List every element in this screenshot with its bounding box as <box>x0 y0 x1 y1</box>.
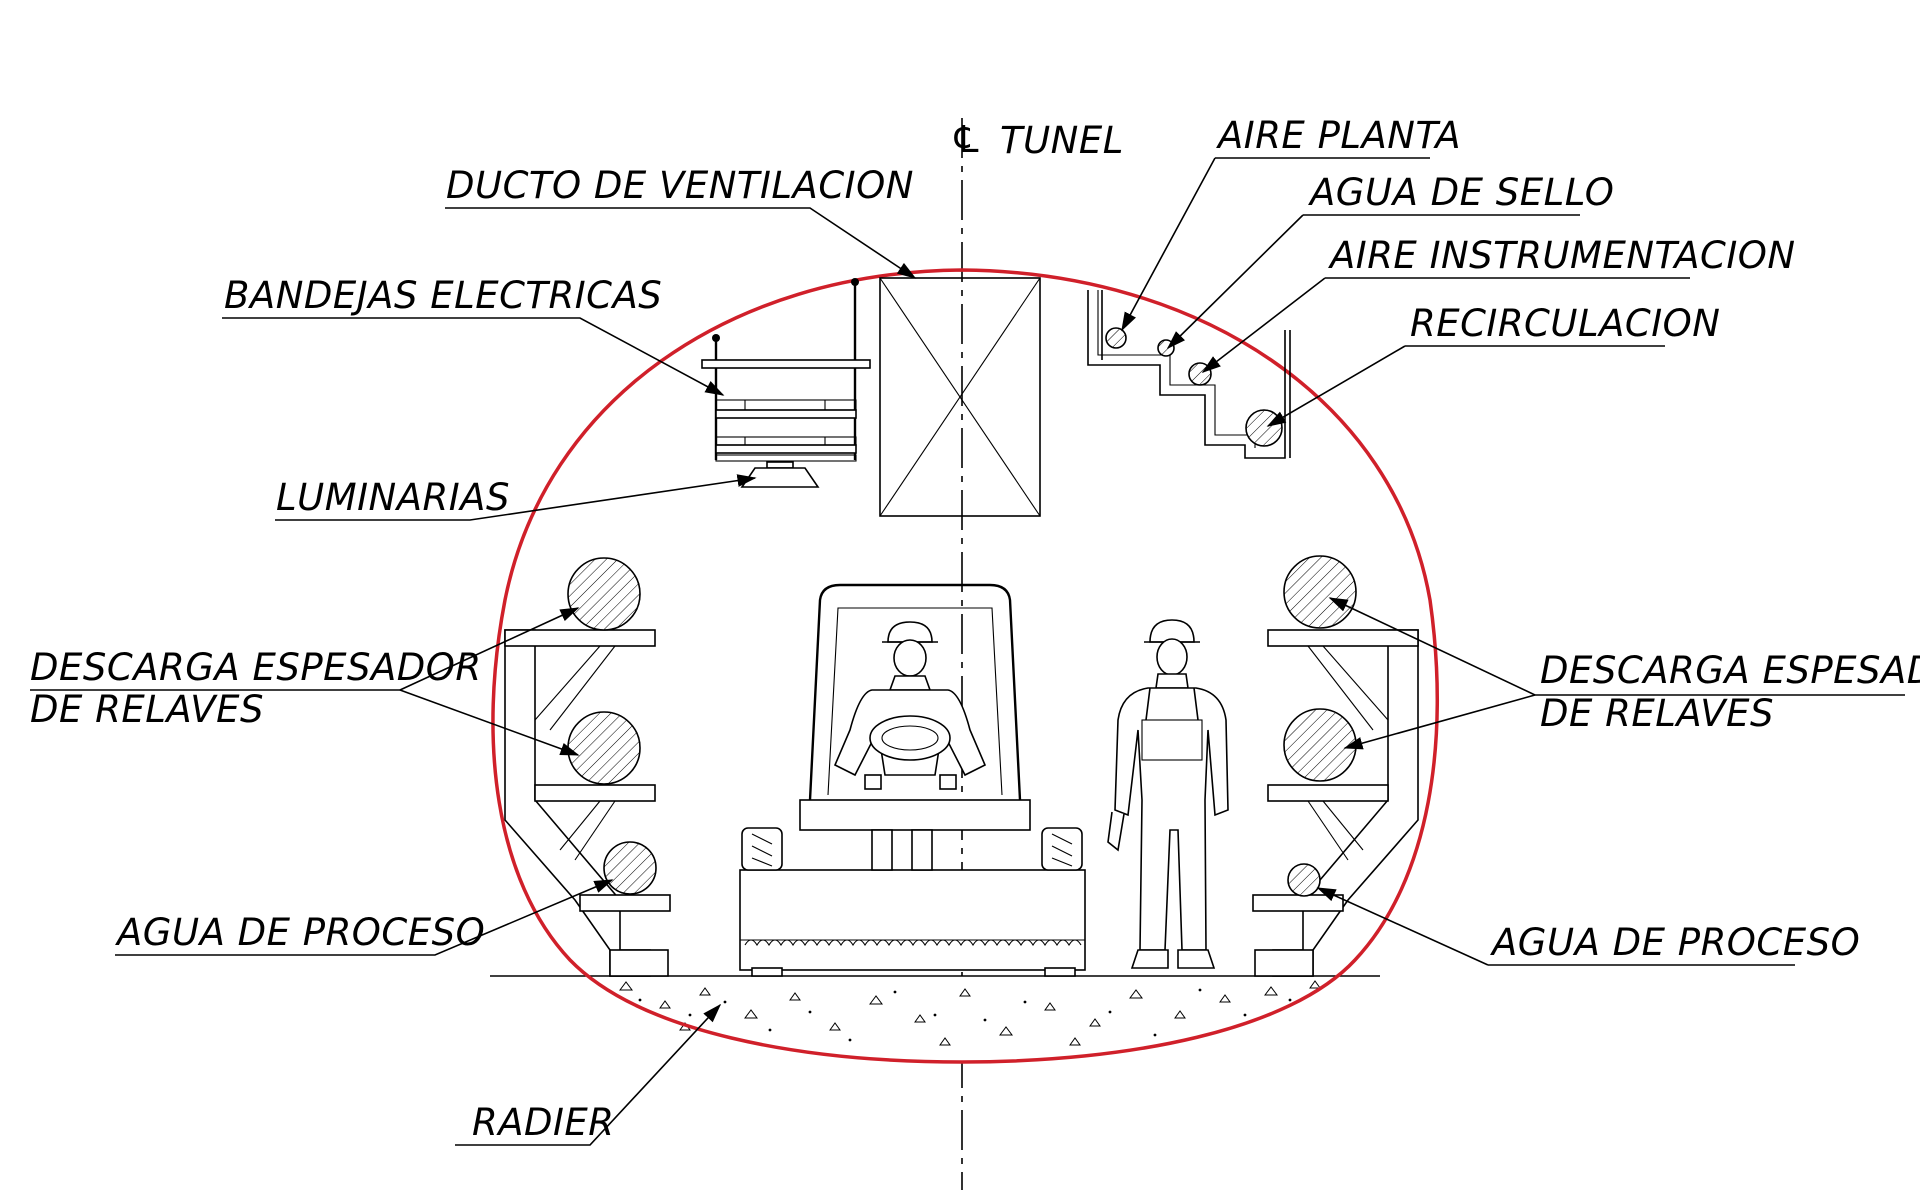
label-aire-instrumentacion: AIRE INSTRUMENTACION <box>1328 234 1796 277</box>
luminary <box>740 461 820 488</box>
leader-lines <box>30 157 1905 1146</box>
tunnel-outline <box>491 268 1440 1064</box>
label-luminarias: LUMINARIAS <box>276 476 510 519</box>
label-ducto-ventilacion: DUCTO DE VENTILACION <box>446 164 914 207</box>
label-bandejas-electricas: BANDEJAS ELECTRICAS <box>224 274 662 317</box>
loader-vehicle <box>739 583 1086 977</box>
labels: ℄ TUNEL DUCTO DE VENTILACION BANDEJAS EL… <box>30 114 1920 1144</box>
label-agua-proceso-left: AGUA DE PROCESO <box>115 911 485 954</box>
label-agua-sello: AGUA DE SELLO <box>1308 171 1614 214</box>
label-aire-planta: AIRE PLANTA <box>1216 114 1461 157</box>
label-tunel: TUNEL <box>1000 119 1124 162</box>
left-pipe-rack <box>504 557 671 977</box>
ventilation-duct <box>879 277 1041 517</box>
radier-slab <box>490 975 1380 1063</box>
electrical-trays <box>701 278 871 462</box>
label-agua-proceso-right: AGUA DE PROCESO <box>1490 921 1860 964</box>
centerline-symbol: ℄ <box>950 118 984 161</box>
label-descarga-right-line2: DE RELAVES <box>1540 692 1774 735</box>
label-descarga-right-line1: DESCARGA ESPESADOR <box>1540 649 1920 692</box>
worker-figure <box>1107 619 1229 969</box>
driver-figure <box>833 621 987 790</box>
label-recirculacion: RECIRCULACION <box>1410 302 1720 345</box>
label-descarga-left-line2: DE RELAVES <box>30 688 264 731</box>
label-radier: RADIER <box>472 1101 615 1144</box>
right-pipe-rack <box>1252 555 1419 977</box>
label-descarga-left-line1: DESCARGA ESPESADOR <box>30 646 482 689</box>
